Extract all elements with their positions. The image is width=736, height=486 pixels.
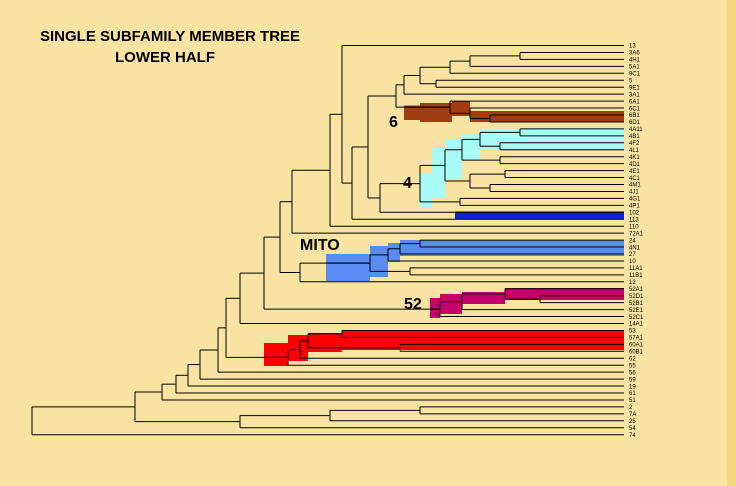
leaf-label: 10 — [629, 259, 636, 265]
leaf-label: 4A11 — [629, 127, 643, 133]
leaf-label: 52E1 — [629, 308, 644, 314]
leaf-label: 11B1 — [629, 273, 643, 279]
leaf-label: 7A — [629, 412, 636, 418]
leaf-label: 4F2 — [629, 141, 640, 147]
leaf-label: 52C1 — [629, 315, 644, 321]
leaf-label: 27 — [629, 252, 636, 258]
leaf-label: 6B1 — [629, 113, 640, 119]
clade-label-52: 52 — [404, 296, 422, 313]
leaf-label: 72A1 — [629, 231, 644, 237]
leaf-label: 6D1 — [629, 120, 641, 126]
figure-title: SINGLE SUBFAMILY MEMBER TREE LOWER HALF — [28, 26, 368, 68]
leaf-label: 4G1 — [629, 197, 641, 203]
leaf-label: 52D1 — [629, 294, 644, 300]
leaf-label: 4B1 — [629, 134, 640, 140]
leaf-label: 61 — [629, 391, 636, 397]
title-line-1: SINGLE SUBFAMILY MEMBER TREE — [40, 28, 301, 45]
leaf-label: 60A1 — [629, 343, 644, 349]
leaf-label: 5A1 — [629, 65, 640, 71]
leaf-label: 2 — [629, 405, 633, 411]
leaf-label: 6C1 — [629, 106, 641, 112]
leaf-label: 9E1 — [629, 85, 640, 91]
leaf-label: 57A1 — [629, 336, 644, 342]
leaf-label: 102 — [629, 211, 640, 217]
clade-label-4: 4 — [403, 175, 412, 192]
leaf-label: 4P1 — [629, 204, 640, 210]
leaf-label: 9C1 — [629, 72, 641, 78]
title-line-2: LOWER HALF — [115, 49, 215, 66]
leaf-label: 4E1 — [629, 169, 640, 175]
leaf-label: 25 — [629, 419, 636, 425]
leaf-label: 51 — [629, 398, 636, 404]
leaf-label: 52A1 — [629, 287, 644, 293]
leaf-label: 5 — [629, 78, 633, 84]
leaf-label: 4N1 — [629, 245, 641, 251]
clade-label-mito: MITO — [300, 237, 340, 254]
leaf-label: 54 — [629, 426, 636, 432]
leaf-label: 56 — [629, 370, 636, 376]
leaf-label: 74 — [629, 433, 636, 439]
leaf-label: 14A1 — [629, 322, 644, 328]
leaf-label: 6A1 — [629, 99, 640, 105]
leaf-label: 113 — [629, 217, 639, 223]
clade-label-6: 6 — [389, 114, 398, 131]
leaf-label: 13 — [629, 44, 636, 50]
leaf-label: 3A6 — [629, 51, 640, 57]
leaf-label: 24 — [629, 238, 636, 244]
clade-6-fill — [404, 101, 624, 122]
leaf-label: 4D1 — [629, 162, 641, 168]
leaf-label: 62 — [629, 356, 636, 362]
leaf-label: 3A1 — [629, 92, 640, 98]
leaf-label: 19 — [629, 384, 636, 390]
red-clade-fill — [264, 330, 624, 366]
leaf-label: 60B1 — [629, 350, 644, 356]
right-edge-strip — [727, 0, 736, 486]
leaf-label: 12 — [629, 280, 636, 286]
leaf-label: 59 — [629, 377, 636, 383]
leaf-label: 52B1 — [629, 301, 644, 307]
leaf-label: 53 — [629, 329, 636, 335]
leaf-label: 110 — [629, 224, 639, 230]
leaf-label: 4L1 — [629, 148, 640, 154]
clade-4-fill — [420, 130, 624, 208]
leaf-label: 11A1 — [629, 266, 643, 272]
leaf-label: 55 — [629, 363, 636, 369]
clade-102-fill — [455, 211, 624, 220]
leaf-label: 4J1 — [629, 190, 639, 196]
leaf-label: 4K1 — [629, 155, 640, 161]
leaf-label: 4H1 — [629, 58, 641, 64]
leaf-label: 4C1 — [629, 176, 641, 182]
leaf-label: 4M1 — [629, 183, 641, 189]
